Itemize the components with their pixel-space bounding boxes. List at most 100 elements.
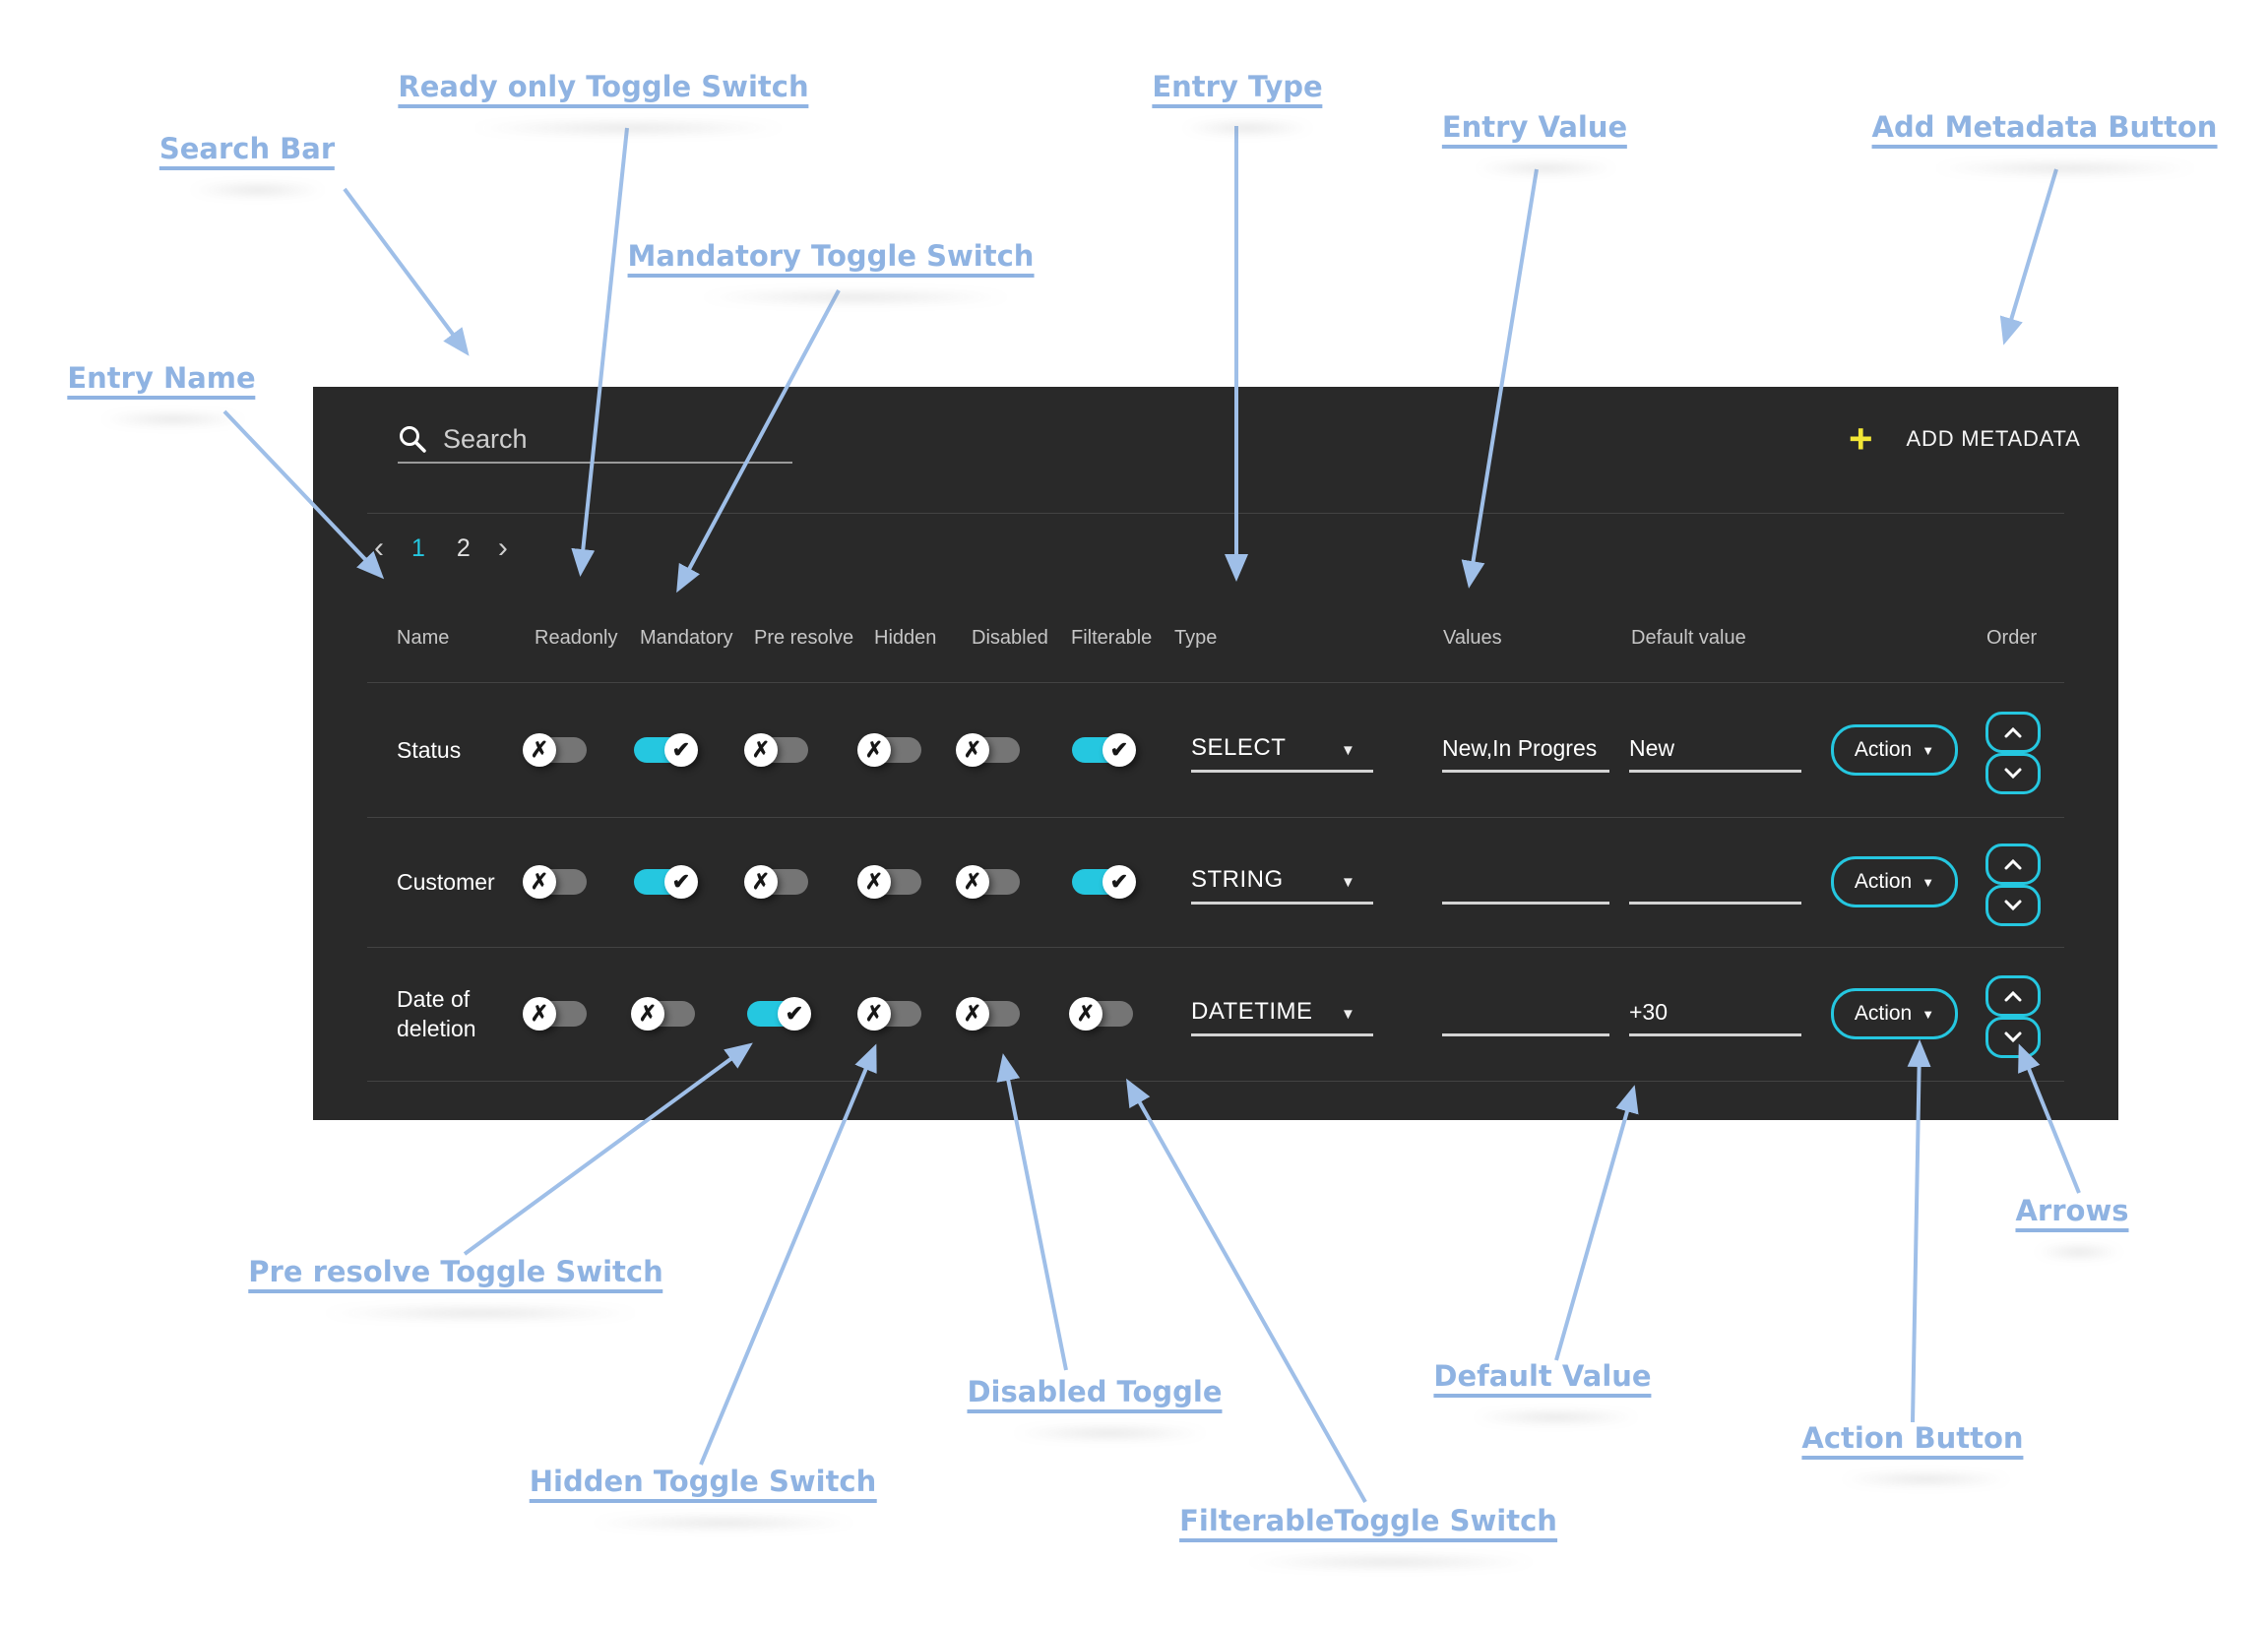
action-label: Action — [1854, 1002, 1913, 1025]
plus-icon: + — [1849, 415, 1873, 462]
col-order: Order — [1986, 627, 2038, 649]
pagination: ‹ 1 2 › — [370, 531, 512, 566]
pre-resolve-toggle[interactable]: ✗ — [744, 865, 808, 899]
col-filterable: Filterable — [1071, 627, 1153, 649]
type-select[interactable]: SELECT — [1191, 730, 1373, 773]
col-default-value: Default value — [1631, 627, 1746, 649]
entry-name: Date of deletion — [397, 986, 476, 1041]
toggle-knob-icon: ✔ — [1102, 865, 1136, 899]
chevron-down-icon: ▼ — [1922, 742, 1935, 758]
col-readonly: Readonly — [535, 627, 618, 649]
divider — [367, 682, 2064, 683]
col-name: Name — [397, 627, 450, 649]
page-2[interactable]: 2 — [456, 533, 471, 562]
order-up-button[interactable] — [1985, 844, 2041, 885]
page-1[interactable]: 1 — [411, 533, 425, 562]
disabled-toggle[interactable]: ✗ — [956, 865, 1020, 899]
search-bar[interactable] — [398, 416, 792, 464]
action-label: Action — [1854, 870, 1913, 893]
hidden-toggle[interactable]: ✗ — [857, 997, 921, 1031]
table-row-customer: Customer ✗ ✔ ✗ ✗ ✗ ✔ STRING ▼ Action ▼ — [313, 817, 2118, 947]
values-field[interactable] — [1442, 994, 1609, 1036]
page-next-icon[interactable]: › — [497, 531, 508, 564]
filterable-toggle[interactable]: ✔ — [1072, 733, 1136, 767]
hidden-toggle[interactable]: ✗ — [857, 865, 921, 899]
col-values: Values — [1443, 627, 1502, 649]
chevron-down-icon: ▼ — [1922, 874, 1935, 890]
type-select[interactable]: STRING — [1191, 862, 1373, 905]
default-value-field[interactable]: New — [1629, 730, 1801, 773]
toggle-knob-icon: ✗ — [631, 997, 664, 1031]
annotation-arrow-default-value — [1554, 1085, 1639, 1361]
toggle-knob-icon: ✗ — [523, 997, 556, 1031]
pre-resolve-toggle[interactable]: ✔ — [747, 997, 811, 1031]
mandatory-toggle[interactable]: ✔ — [634, 733, 698, 767]
col-disabled: Disabled — [972, 627, 1048, 649]
order-up-button[interactable] — [1985, 712, 2041, 753]
chevron-up-icon — [2004, 858, 2022, 870]
order-up-button[interactable] — [1985, 975, 2041, 1017]
annotation-label-readonly: Ready only Toggle Switch — [398, 71, 809, 108]
toggle-knob-icon: ✗ — [956, 997, 989, 1031]
action-button[interactable]: Action ▼ — [1831, 724, 1958, 776]
chevron-down-icon: ▼ — [1922, 1006, 1935, 1022]
filterable-toggle[interactable]: ✔ — [1072, 865, 1136, 899]
annotation-label-search-bar: Search Bar — [158, 133, 336, 170]
chevron-down-icon: ▼ — [1341, 874, 1355, 891]
chevron-down-icon: ▼ — [1341, 742, 1355, 759]
pre-resolve-toggle[interactable]: ✗ — [744, 733, 808, 767]
divider — [367, 513, 2064, 514]
annotation-label-disabled: Disabled Toggle — [967, 1376, 1223, 1413]
readonly-toggle[interactable]: ✗ — [523, 733, 587, 767]
readonly-toggle[interactable]: ✗ — [523, 865, 587, 899]
type-select[interactable]: DATETIME — [1191, 994, 1373, 1036]
search-icon — [400, 426, 426, 453]
chevron-up-icon — [2004, 990, 2022, 1002]
chevron-down-icon — [2004, 900, 2022, 911]
toggle-knob-icon: ✗ — [523, 733, 556, 767]
annotation-label-action-button: Action Button — [1801, 1422, 2024, 1460]
order-down-button[interactable] — [1985, 1017, 2041, 1058]
search-input[interactable] — [441, 422, 760, 456]
hidden-toggle[interactable]: ✗ — [857, 733, 921, 767]
order-down-button[interactable] — [1985, 753, 2041, 794]
chevron-down-icon: ▼ — [1341, 1006, 1355, 1023]
page-prev-icon[interactable]: ‹ — [374, 531, 384, 564]
toggle-knob-icon: ✗ — [744, 865, 778, 899]
default-value-field[interactable] — [1629, 862, 1801, 905]
values-field[interactable]: New,In Progres — [1442, 730, 1609, 773]
table-header: Name Readonly Mandatory Pre resolve Hidd… — [313, 627, 2118, 656]
table-row-date-of-deletion: Date of deletion ✗ ✗ ✔ ✗ ✗ ✗ DATETIME ▼ … — [313, 947, 2118, 1081]
col-mandatory: Mandatory — [640, 627, 733, 649]
annotation-label-mandatory: Mandatory Toggle Switch — [627, 240, 1035, 278]
filterable-toggle[interactable]: ✗ — [1069, 997, 1133, 1031]
disabled-toggle[interactable]: ✗ — [956, 997, 1020, 1031]
toggle-knob-icon: ✗ — [523, 865, 556, 899]
toggle-knob-icon: ✗ — [1069, 997, 1102, 1031]
mandatory-toggle[interactable]: ✗ — [631, 997, 695, 1031]
readonly-toggle[interactable]: ✗ — [523, 997, 587, 1031]
col-pre-resolve: Pre resolve — [754, 627, 854, 649]
mandatory-toggle[interactable]: ✔ — [634, 865, 698, 899]
annotation-label-pre-resolve: Pre resolve Toggle Switch — [248, 1256, 663, 1293]
values-field[interactable] — [1442, 862, 1609, 905]
default-value-field[interactable]: +30 — [1629, 994, 1801, 1036]
add-metadata-button[interactable]: + ADD METADATA — [1849, 416, 2081, 462]
divider — [367, 1081, 2064, 1082]
annotation-label-default-value: Default Value — [1433, 1360, 1652, 1398]
action-button[interactable]: Action ▼ — [1831, 856, 1958, 907]
annotation-label-arrows: Arrows — [2015, 1195, 2129, 1232]
col-type: Type — [1174, 627, 1218, 649]
toggle-knob-icon: ✔ — [1102, 733, 1136, 767]
order-down-button[interactable] — [1985, 885, 2041, 926]
disabled-toggle[interactable]: ✗ — [956, 733, 1020, 767]
toggle-knob-icon: ✗ — [744, 733, 778, 767]
annotation-arrow-search-bar — [343, 187, 470, 356]
chevron-down-icon — [2004, 768, 2022, 780]
toggle-knob-icon: ✔ — [778, 997, 811, 1031]
action-button[interactable]: Action ▼ — [1831, 988, 1958, 1039]
toggle-knob-icon: ✗ — [956, 733, 989, 767]
col-hidden: Hidden — [874, 627, 937, 649]
entry-name: Customer — [397, 869, 495, 895]
